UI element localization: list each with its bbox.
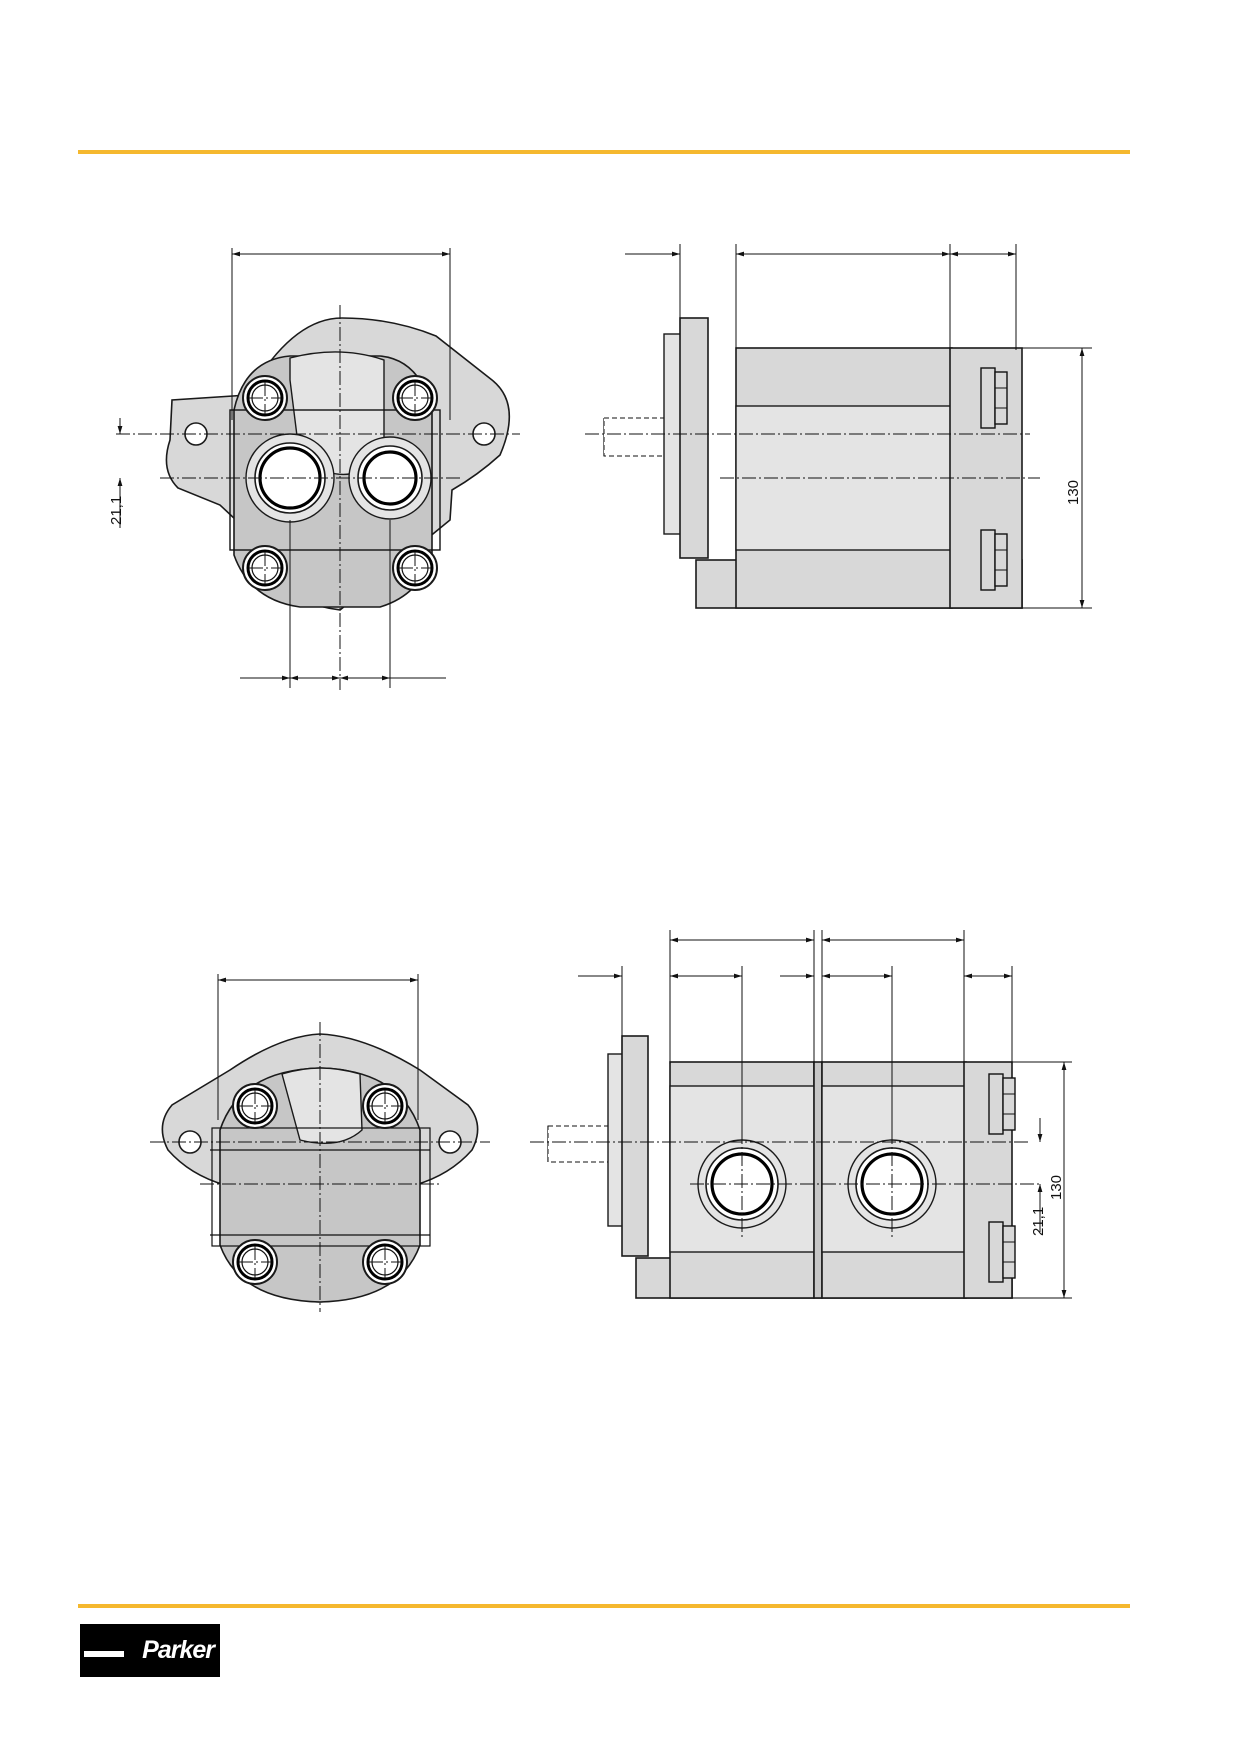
bottom-side-dim-label-height: 130 bbox=[1048, 1175, 1065, 1200]
header-rule bbox=[78, 150, 1130, 154]
top-front-view: 21,1 bbox=[108, 248, 520, 690]
parker-logo: Parker bbox=[80, 1624, 220, 1677]
top-side-dim-label: 130 bbox=[1065, 480, 1082, 505]
footer-rule bbox=[78, 1604, 1130, 1608]
logo-text: Parker bbox=[142, 1636, 215, 1664]
bottom-side-dim-label-offset: 21,1 bbox=[1030, 1207, 1047, 1236]
bottom-front-view bbox=[150, 974, 490, 1312]
top-front-dim-label: 21,1 bbox=[108, 496, 125, 525]
top-side-view: 130 bbox=[585, 244, 1092, 609]
logo-bar bbox=[84, 1651, 124, 1657]
bottom-side-view: 130 21,1 bbox=[530, 930, 1072, 1299]
